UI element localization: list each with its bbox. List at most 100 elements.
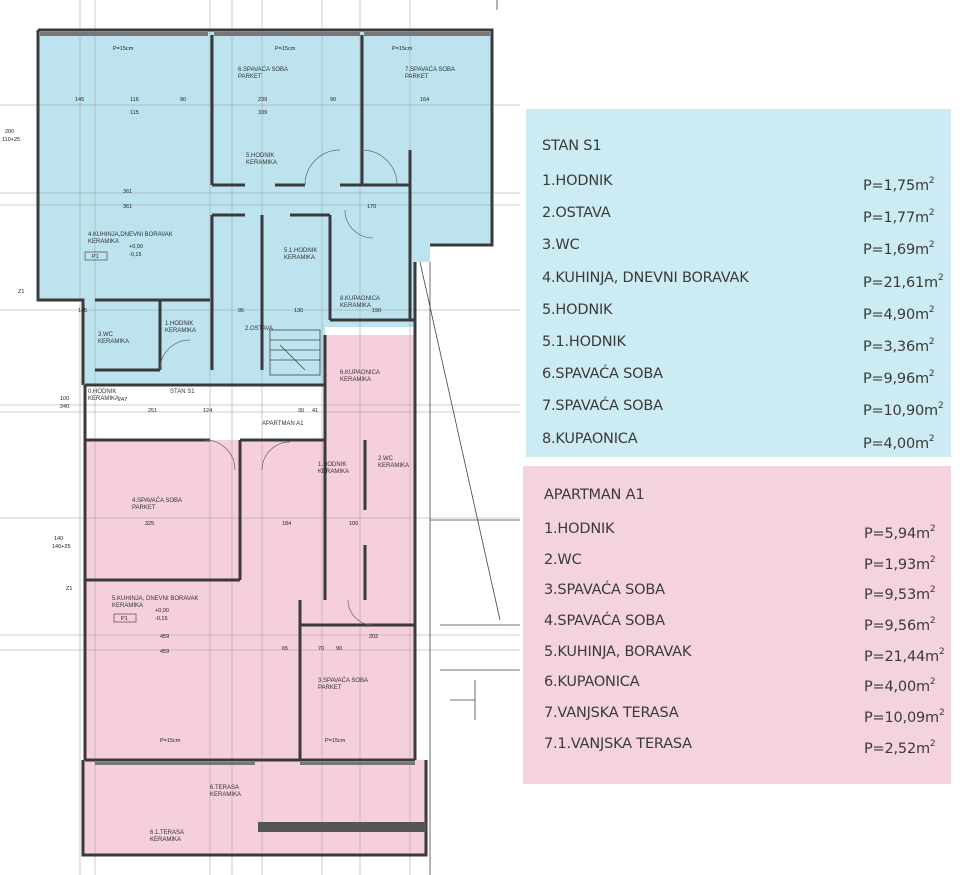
legend-area-unit-exponent: 2	[928, 240, 935, 251]
legend-room-label: 6.SPAVAĆA SOBA	[542, 366, 663, 383]
room-label: 4.KUHINJA,DNEVNI BORAVAK	[88, 232, 173, 238]
dim-240: 240	[60, 404, 69, 410]
legend-room-label: 1.HODNIK	[542, 173, 613, 189]
dimension-value: 361	[123, 204, 132, 210]
dimension-value: 145	[75, 97, 84, 103]
window-note-4: P=15cm	[160, 738, 181, 744]
room-label: 5.1.HODNIK	[284, 248, 317, 254]
legend-area-unit-exponent: 2	[928, 433, 935, 444]
legend-room-label: 3.SPAVAĆA SOBA	[544, 582, 665, 599]
legend-room-area: P=21,61m2	[863, 262, 944, 299]
legend-area-unit-exponent: 2	[928, 369, 935, 380]
legend-room-area: P=21,44m2	[864, 637, 945, 673]
legend-room-area: P=1,69m2	[863, 229, 935, 266]
level-s1-bottom: -0,15	[129, 252, 142, 258]
room-label: 7.SPAVAĆA SOBA	[405, 66, 455, 73]
legend-area-value: P=21,44m	[864, 648, 939, 665]
legend-room-area: P=4,00m2	[864, 667, 936, 703]
legend-room-label: 4.SPAVAĆA SOBA	[544, 613, 665, 630]
room-label: KERAMIKA	[88, 396, 119, 402]
room-label: KERAMIKA	[150, 837, 181, 843]
p1-tag-s1: P1	[92, 254, 99, 260]
legend-room-label: 7.SPAVAĆA SOBA	[542, 398, 663, 415]
legend-room-label: 5.1.HODNIK	[542, 333, 626, 350]
legend-area-value: P=10,90m	[863, 403, 938, 420]
legend-room-area: P=2,52m2	[864, 729, 936, 765]
room-label: 6.1.TERASA	[150, 830, 184, 836]
window-note-3: P=15cm	[392, 46, 413, 52]
room-label: 5.KUHINJA, DNEVNI BORAVAK	[112, 596, 198, 602]
dimension-value: 90	[336, 646, 342, 652]
room-label: 3.WC	[98, 332, 114, 338]
label-stan-s1: STAN S1	[170, 389, 195, 395]
legend-area-value: P=21,61m	[863, 274, 938, 291]
dimension-value: 251	[148, 408, 157, 414]
room-label: KERAMIKA	[340, 303, 371, 309]
dimension-value: 184	[282, 521, 291, 527]
room-label: 8.KUPAONICA	[340, 296, 380, 302]
dimension-value: 95	[238, 308, 244, 314]
legend-area-value: P=10,09m	[864, 710, 939, 727]
dim-110-25: 110+25	[2, 137, 20, 143]
window-note-1: P=15cm	[113, 46, 134, 52]
dimension-value: 124	[203, 408, 212, 414]
legend-area-value: P=2,52m	[864, 740, 930, 757]
legend-area-unit-exponent: 2	[938, 646, 945, 657]
unit-s1-area	[38, 30, 492, 385]
legend-row: 3.WC P=1,69m2	[542, 229, 951, 261]
room-label: KERAMIKA	[246, 160, 277, 166]
grid-lines	[0, 0, 520, 875]
room-label: 3.SPAVAĆA SOBA	[318, 677, 368, 684]
legend-room-label: 4.KUHINJA, DNEVNI BORAVAK	[542, 269, 749, 286]
legend-area-value: P=1,93m	[864, 556, 930, 573]
dimension-value: 202	[369, 634, 378, 640]
unit-a1-area	[83, 335, 426, 855]
p1-tag-a1: P1	[121, 616, 128, 622]
room-label: 2.OSTAVA	[245, 326, 273, 332]
room-label: 5.HODNIK	[246, 153, 274, 159]
legend-room-label: 5.HODNIK	[542, 301, 613, 318]
legend-area-unit-exponent: 2	[928, 336, 935, 347]
dimension-value: 339	[258, 110, 267, 116]
room-label: 1.HODNIK	[165, 321, 193, 327]
wall-hatches	[40, 32, 490, 832]
legend-room-area: P=10,90m2	[863, 390, 944, 427]
dim-200: 200	[5, 129, 14, 135]
legend-room-label: 3.WC	[542, 237, 580, 254]
legend-room-label: 8.KUPAONICA	[542, 430, 638, 447]
room-label: PARKET	[318, 685, 342, 691]
dimension-value: 30	[298, 408, 304, 414]
legend-area-value: P=1,69m	[863, 242, 929, 259]
legend-room-area: P=1,75m2	[863, 165, 935, 202]
room-label: KERAMIKA	[112, 603, 143, 609]
legend-room-label: 1.HODNIK	[544, 521, 615, 537]
legend-area-unit-exponent: 2	[929, 738, 936, 749]
legend-a1-title: APARTMAN A1	[544, 487, 645, 503]
level-s1-top: +0,00	[129, 244, 143, 250]
room-label: PARKET	[238, 74, 262, 80]
room-label: PARKET	[405, 74, 429, 80]
room-label: 6.KUPAONICA	[340, 370, 380, 376]
dimension-value: 115	[130, 110, 139, 116]
legend-area-value: P=4,90m	[863, 306, 929, 323]
room-label: KERAMIKA	[378, 463, 409, 469]
dimension-value: 90	[180, 97, 186, 103]
legend-area-unit-exponent: 2	[928, 176, 935, 186]
z1-tag-2: Z1	[66, 586, 72, 592]
legend-area-value: P=9,53m	[864, 587, 930, 604]
room-label: 2.WC	[378, 456, 394, 462]
legend-room-area: P=3,36m2	[863, 326, 935, 363]
legend-s1-title: STAN S1	[542, 138, 602, 154]
